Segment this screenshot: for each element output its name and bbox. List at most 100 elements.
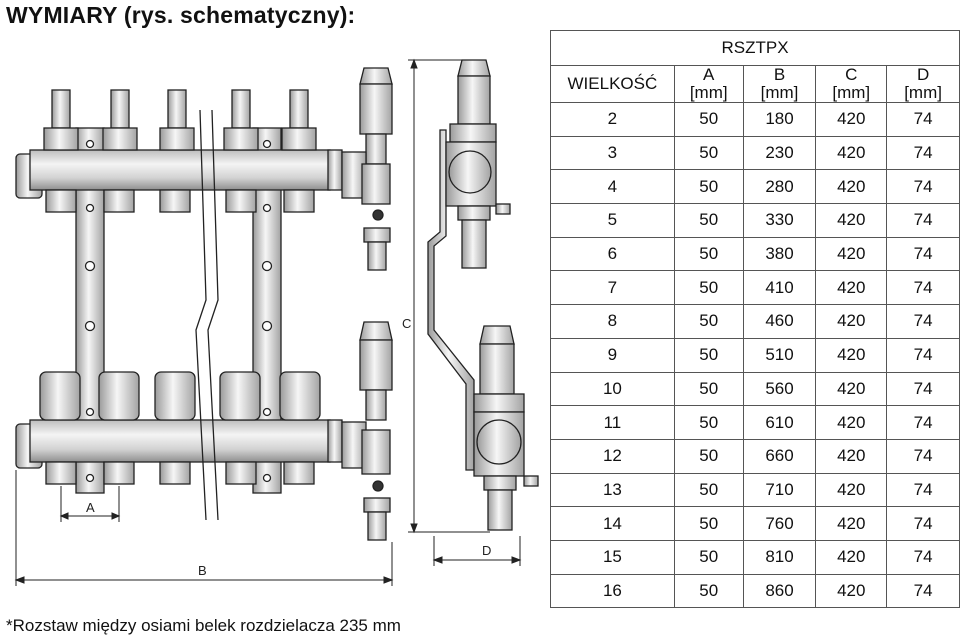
table-cell: 50 bbox=[673, 236, 744, 272]
footnote: *Rozstaw między osiami belek rozdzielacz… bbox=[6, 616, 401, 635]
table-cell: 420 bbox=[815, 506, 888, 541]
table-cell: 13 bbox=[550, 472, 675, 508]
table-cell: 50 bbox=[673, 169, 744, 205]
table-cell: 5 bbox=[550, 203, 675, 238]
table-cell: 330 bbox=[742, 203, 817, 238]
table-cell: 420 bbox=[815, 135, 888, 171]
table-cell: 7 bbox=[550, 270, 675, 306]
dimension-b-label: B bbox=[198, 563, 207, 578]
table-cell: 74 bbox=[886, 304, 960, 339]
dimension-c bbox=[408, 58, 490, 534]
table-cell: 420 bbox=[815, 236, 888, 272]
table-cell: 710 bbox=[742, 472, 817, 508]
table-cell: 9 bbox=[550, 337, 675, 373]
table-cell: 50 bbox=[673, 337, 744, 373]
table-cell: 50 bbox=[673, 102, 744, 137]
column-header: D[mm] bbox=[886, 65, 960, 103]
front-view: A B bbox=[14, 67, 394, 586]
table-cell: 50 bbox=[673, 371, 744, 407]
table-cell: 74 bbox=[886, 337, 960, 373]
side-view: C D bbox=[402, 58, 539, 566]
table-cell: 74 bbox=[886, 438, 960, 474]
table-cell: 560 bbox=[742, 371, 817, 407]
table-cell: 74 bbox=[886, 472, 960, 508]
table-cell: 50 bbox=[673, 472, 744, 508]
table-cell: 12 bbox=[550, 438, 675, 474]
table-cell: 420 bbox=[815, 371, 888, 407]
table-cell: 4 bbox=[550, 169, 675, 205]
column-header: WIELKOŚĆ bbox=[550, 65, 675, 103]
table-cell: 74 bbox=[886, 135, 960, 171]
column-header: C[mm] bbox=[815, 65, 888, 103]
table-cell: 510 bbox=[742, 337, 817, 373]
table-cell: 610 bbox=[742, 405, 817, 440]
table-cell: 50 bbox=[673, 203, 744, 238]
table-cell: 420 bbox=[815, 337, 888, 373]
table-cell: 280 bbox=[742, 169, 817, 205]
table-cell: 420 bbox=[815, 405, 888, 440]
dimension-d-label: D bbox=[482, 543, 491, 558]
table-cell: 410 bbox=[742, 270, 817, 306]
table-cell: 74 bbox=[886, 169, 960, 205]
table-title: RSZTPX bbox=[550, 30, 960, 66]
table-cell: 810 bbox=[742, 539, 817, 575]
table-cell: 8 bbox=[550, 304, 675, 339]
table-cell: 74 bbox=[886, 371, 960, 407]
table-cell: 74 bbox=[886, 270, 960, 306]
table-cell: 50 bbox=[673, 405, 744, 440]
table-cell: 860 bbox=[742, 573, 817, 609]
column-header: A[mm] bbox=[673, 65, 744, 103]
table-cell: 760 bbox=[742, 506, 817, 541]
table-cell: 11 bbox=[550, 405, 675, 440]
dimension-c-label: C bbox=[402, 316, 411, 331]
table-cell: 74 bbox=[886, 405, 960, 440]
table-cell: 230 bbox=[742, 135, 817, 171]
table-cell: 420 bbox=[815, 472, 888, 508]
table-cell: 3 bbox=[550, 135, 675, 171]
table-cell: 74 bbox=[886, 102, 960, 137]
table-cell: 74 bbox=[886, 506, 960, 541]
table-cell: 14 bbox=[550, 506, 675, 541]
table-cell: 420 bbox=[815, 304, 888, 339]
table-cell: 380 bbox=[742, 236, 817, 272]
table-cell: 420 bbox=[815, 169, 888, 205]
table-cell: 420 bbox=[815, 438, 888, 474]
table-cell: 15 bbox=[550, 539, 675, 575]
table-cell: 180 bbox=[742, 102, 817, 137]
table-cell: 74 bbox=[886, 203, 960, 238]
table-cell: 74 bbox=[886, 236, 960, 272]
table-cell: 50 bbox=[673, 539, 744, 575]
dimension-a bbox=[59, 486, 121, 522]
table-cell: 660 bbox=[742, 438, 817, 474]
dimension-a-label: A bbox=[86, 500, 95, 515]
dimension-b bbox=[14, 470, 394, 586]
table-cell: 50 bbox=[673, 506, 744, 541]
table-cell: 50 bbox=[673, 573, 744, 609]
table-cell: 6 bbox=[550, 236, 675, 272]
table-cell: 50 bbox=[673, 438, 744, 474]
table-cell: 50 bbox=[673, 270, 744, 306]
table-cell: 420 bbox=[815, 102, 888, 137]
table-cell: 420 bbox=[815, 539, 888, 575]
top-manifold-bar bbox=[15, 89, 343, 213]
bottom-manifold-bar bbox=[15, 371, 343, 485]
table-cell: 420 bbox=[815, 573, 888, 609]
table-cell: 420 bbox=[815, 270, 888, 306]
table-cell: 420 bbox=[815, 203, 888, 238]
